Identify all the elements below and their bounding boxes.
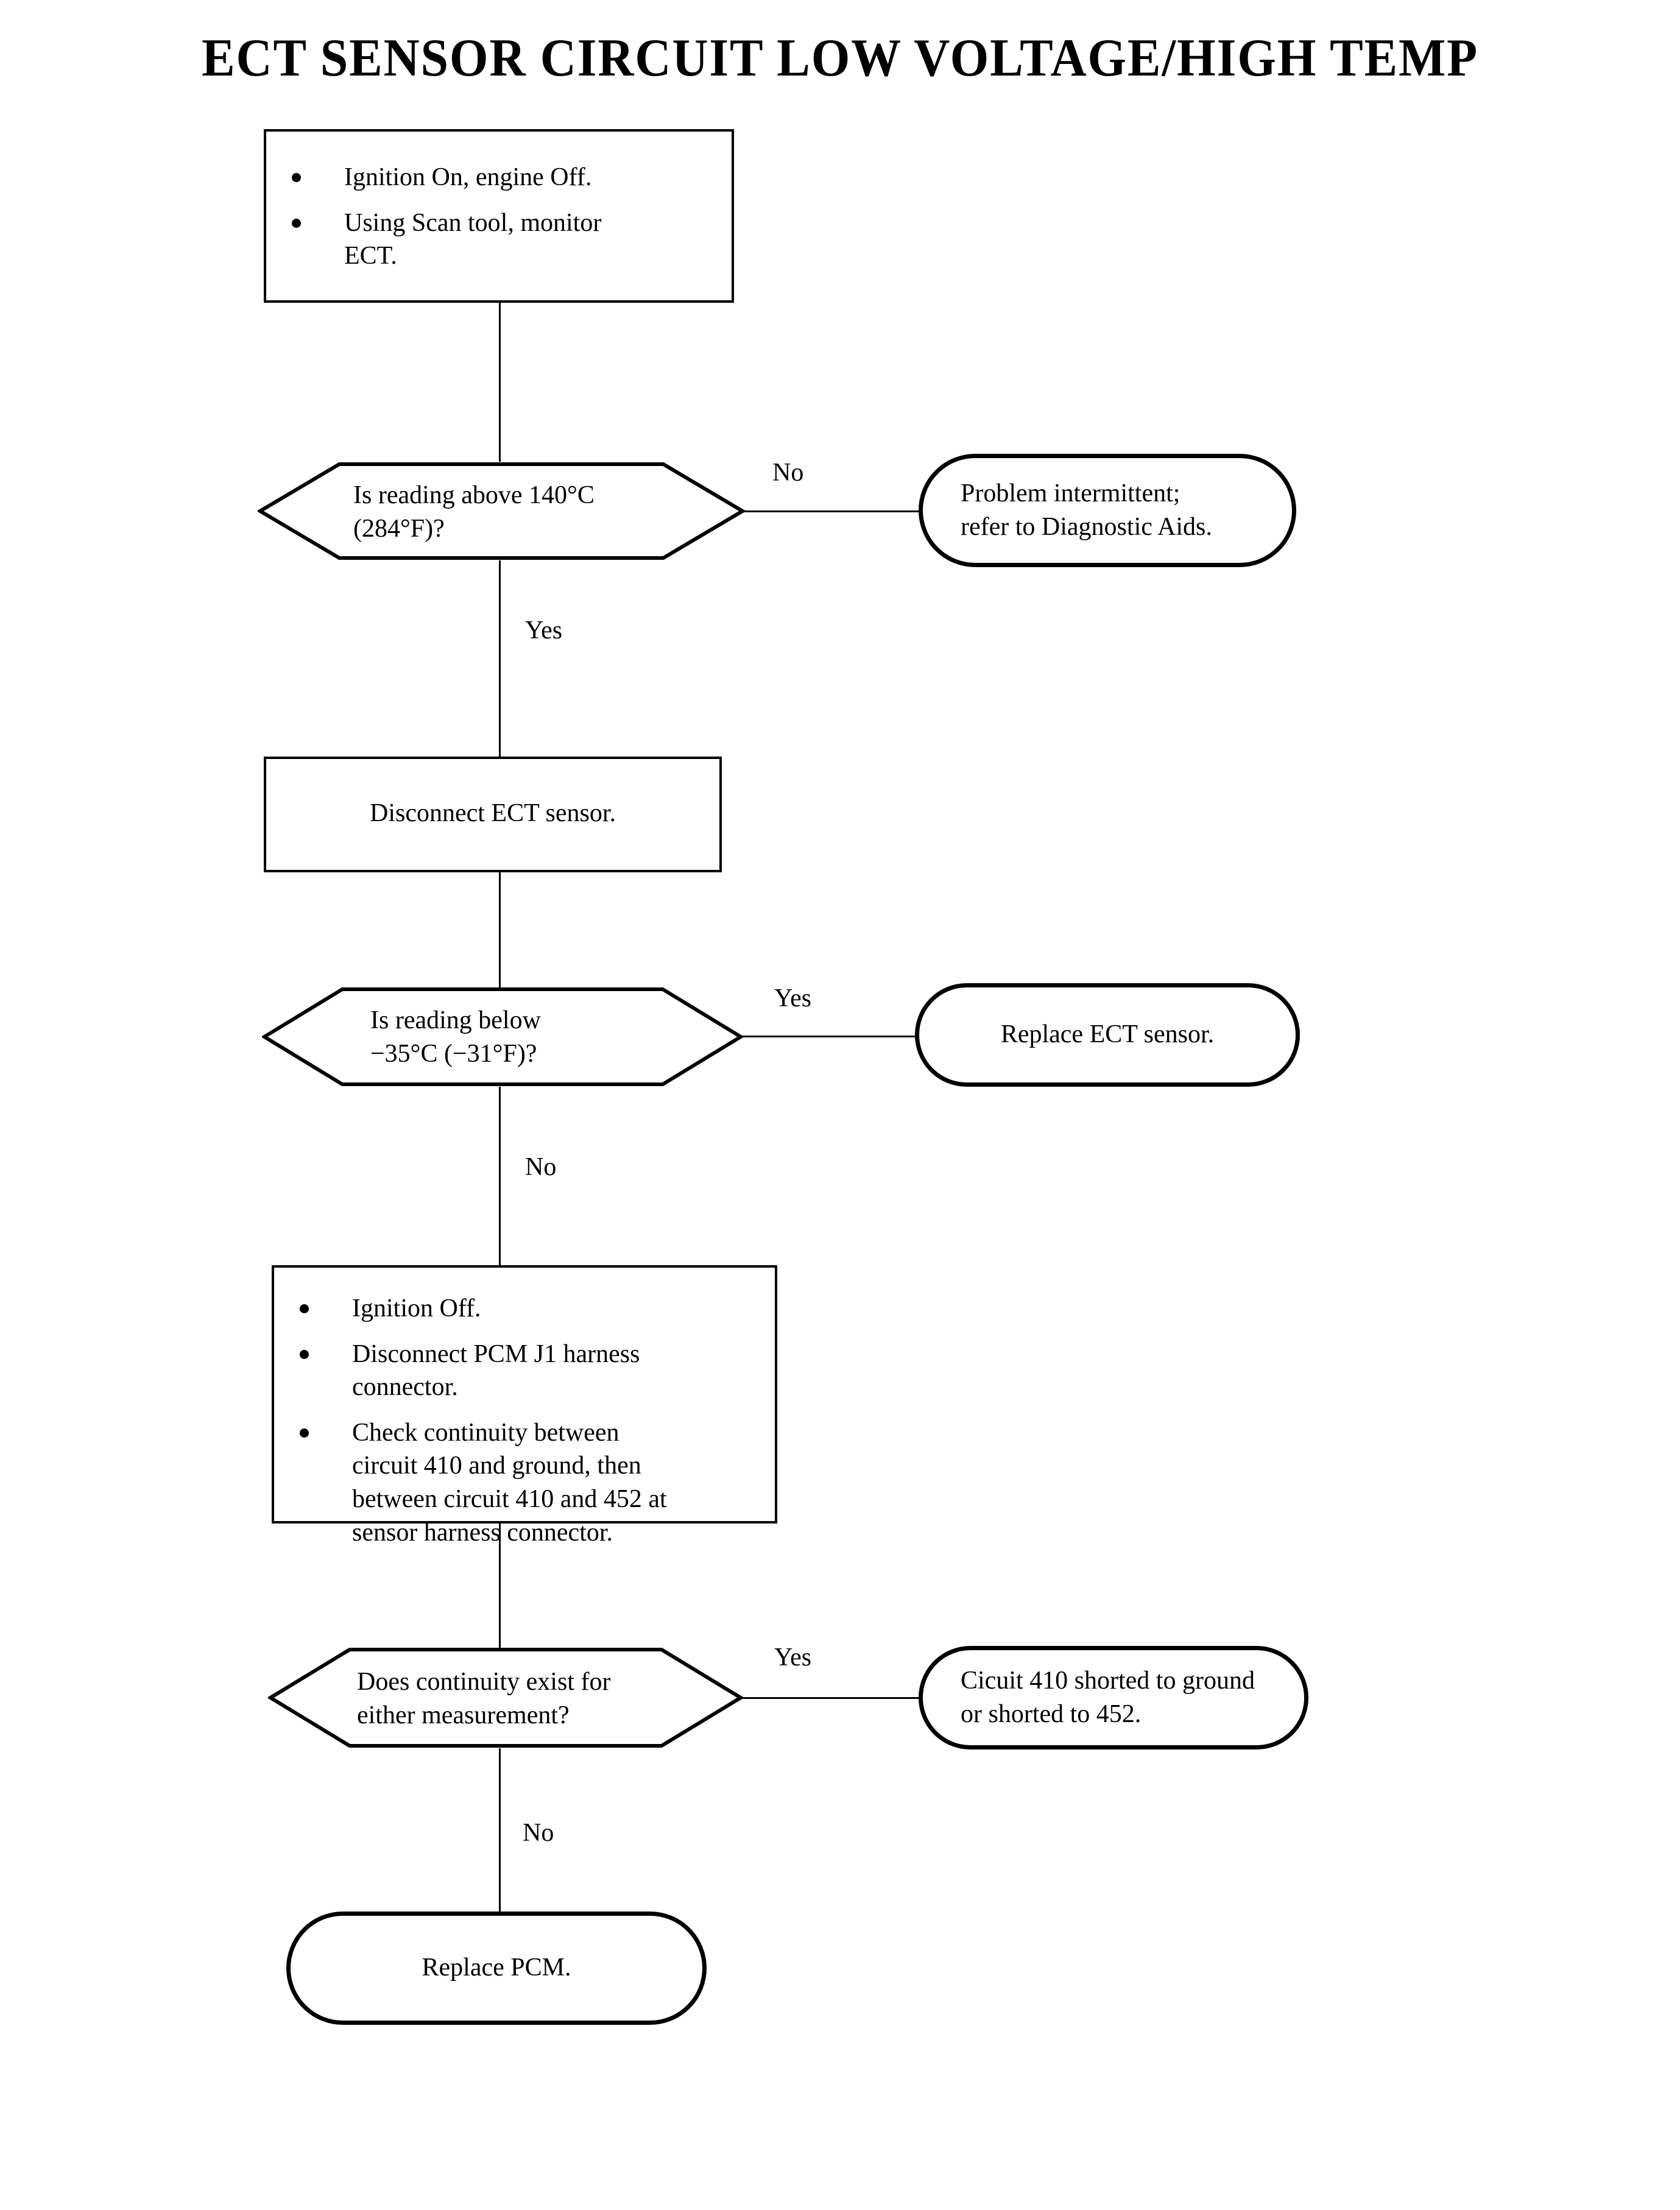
bullet-dot-icon	[300, 1428, 309, 1438]
process-box-step2: Disconnect ECT sensor.	[264, 757, 722, 872]
list-item: Disconnect PCM J1 harness connector.	[274, 1338, 775, 1404]
terminator-2-text: Replace ECT sensor.	[1000, 1020, 1215, 1049]
bullet-text: Ignition On, engine Off.	[344, 163, 592, 191]
process-box-step3: Ignition Off. Disconnect PCM J1 harness …	[272, 1265, 777, 1547]
decision-3-line1: Does continuity exist for	[357, 1668, 611, 1696]
bullet-text: Check continuity between circuit 410 and…	[352, 1418, 667, 1547]
decision-2-line1: Is reading below	[370, 1006, 541, 1034]
bullet-dot-icon	[292, 218, 301, 228]
edge-label-decision1-no: No	[772, 459, 804, 487]
decision-hexagon-3: Does continuity exist for either measure…	[268, 1646, 743, 1749]
terminator-3-text: Cicuit 410 shorted to ground or shorted …	[923, 1664, 1304, 1732]
process-box-step1: Ignition On, engine Off. Using Scan tool…	[264, 129, 734, 303]
terminator-3-line2: or shorted to 452.	[961, 1700, 1142, 1728]
terminator-problem-intermittent: Problem intermittent; refer to Diagnosti…	[919, 454, 1296, 567]
list-item: Ignition On, engine Off.	[266, 161, 732, 194]
bullet-dot-icon	[292, 173, 301, 182]
decision-1-text: Is reading above 140°C (284°F)?	[353, 479, 694, 546]
decision-1-line1: Is reading above 140°C	[353, 481, 595, 509]
connector-decision2-no	[499, 1087, 501, 1267]
connector-step3-to-decision3	[499, 1523, 501, 1659]
edge-label-decision1-yes: Yes	[525, 616, 563, 644]
list-item: Using Scan tool, monitor ECT.	[266, 207, 732, 273]
terminator-replace-ect-sensor: Replace ECT sensor.	[915, 983, 1300, 1087]
connector-decision3-no	[499, 1748, 501, 1913]
page-title: ECT SENSOR CIRCUIT LOW VOLTAGE/HIGH TEMP	[202, 29, 1478, 88]
bullet-text: Disconnect PCM J1 harness connector.	[352, 1340, 640, 1402]
decision-1-line2: (284°F)?	[353, 515, 445, 543]
terminator-circuit-shorted: Cicuit 410 shorted to ground or shorted …	[919, 1646, 1308, 1749]
connector-decision3-yes	[741, 1697, 921, 1699]
connector-decision2-yes	[741, 1036, 917, 1037]
list-item: Check continuity between circuit 410 and…	[274, 1416, 775, 1549]
terminator-1-line1: Problem intermittent;	[961, 479, 1181, 507]
bullet-text: Using Scan tool, monitor ECT.	[344, 208, 602, 270]
decision-2-line2: −35°C (−31°F)?	[370, 1040, 537, 1068]
bullet-list-step1: Ignition On, engine Off. Using Scan tool…	[266, 161, 732, 273]
decision-3-text: Does continuity exist for either measure…	[357, 1665, 698, 1733]
terminator-replace-pcm: Replace PCM.	[286, 1912, 707, 2025]
process-step2-text: Disconnect ECT sensor.	[369, 799, 616, 827]
edge-label-decision3-yes: Yes	[774, 1643, 812, 1672]
decision-2-text: Is reading below −35°C (−31°F)?	[370, 1004, 687, 1071]
decision-hexagon-2: Is reading below −35°C (−31°F)?	[262, 986, 743, 1088]
bullet-dot-icon	[300, 1349, 309, 1359]
list-item: Ignition Off.	[274, 1292, 775, 1326]
decision-3-line2: either measurement?	[357, 1701, 570, 1730]
terminator-3-line1: Cicuit 410 shorted to ground	[961, 1666, 1255, 1695]
terminator-4-text: Replace PCM.	[422, 1954, 571, 1982]
connector-decision1-no	[743, 510, 922, 512]
connector-step2-to-decision2	[499, 872, 501, 999]
connector-decision1-yes	[499, 560, 501, 764]
edge-label-decision2-yes: Yes	[774, 984, 812, 1012]
bullet-list-step3: Ignition Off. Disconnect PCM J1 harness …	[274, 1292, 775, 1549]
decision-hexagon-1: Is reading above 140°C (284°F)?	[258, 461, 745, 562]
edge-label-decision3-no: No	[523, 1819, 554, 1847]
edge-label-decision2-no: No	[525, 1153, 557, 1181]
bullet-dot-icon	[300, 1304, 309, 1313]
connector-step1-to-decision1	[499, 303, 501, 462]
terminator-1-text: Problem intermittent; refer to Diagnosti…	[923, 477, 1292, 545]
terminator-1-line2: refer to Diagnostic Aids.	[961, 513, 1212, 541]
bullet-text: Ignition Off.	[352, 1294, 481, 1322]
